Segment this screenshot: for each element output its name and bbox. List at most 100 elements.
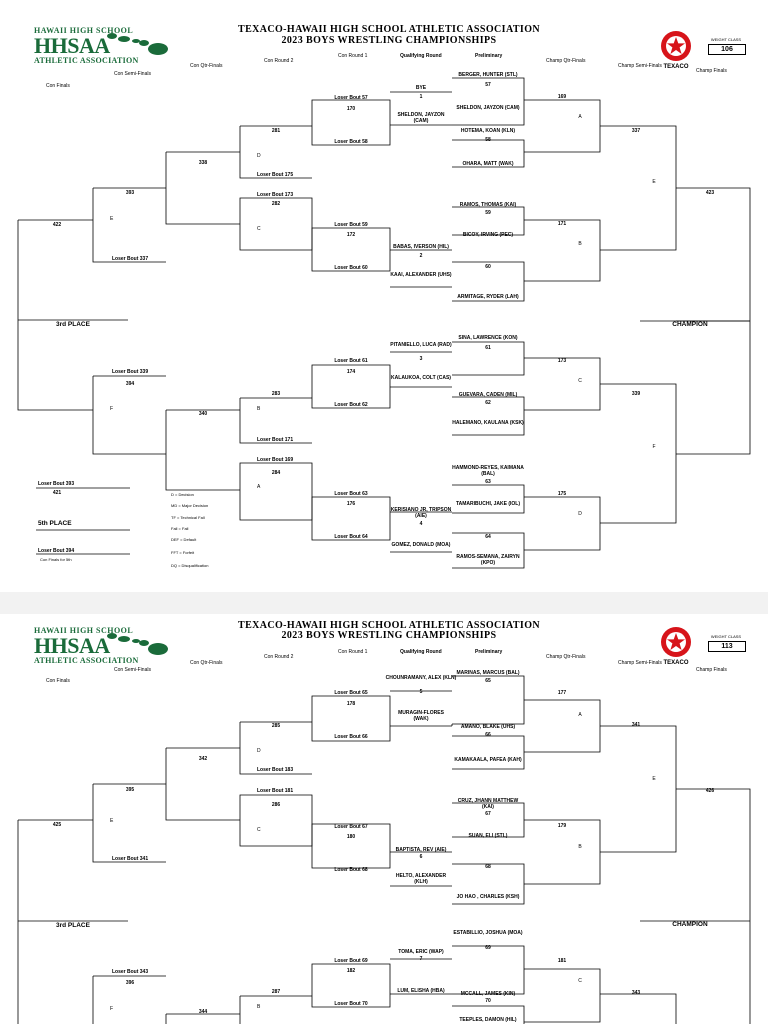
loser-bout-label: Loser Bout 67 <box>334 824 368 830</box>
bracket-letter: B <box>578 241 582 247</box>
wrestler-name: HAMMOND-REYES, KAIMANA (BAL) <box>452 465 524 477</box>
bout-number: 58 <box>485 137 491 143</box>
bout-number: 66 <box>485 732 491 738</box>
bout-number: 179 <box>557 823 567 829</box>
logo-line-3: ATHLETIC ASSOCIATION <box>34 56 139 65</box>
legend-item: DEF = Default <box>171 537 197 542</box>
bout-number: 338 <box>198 160 208 166</box>
page-gap <box>0 592 768 614</box>
bracket-letter: A <box>578 712 582 718</box>
bout-number: 181 <box>557 958 567 964</box>
wrestler-name: KERISIANO JR, TRIPSON (AIE) <box>390 507 452 519</box>
loser-bout-label: Loser Bout 70 <box>334 1001 368 1007</box>
bout-number: 67 <box>485 811 491 817</box>
wrestler-name: TAMARIBUCHI, JAKE (IOL) <box>455 501 521 507</box>
wrestler-name: HELTO, ALEXANDER (KLH) <box>395 873 447 885</box>
loser-bout-label: Loser Bout 68 <box>334 867 368 873</box>
wrestler-name: MURAGIN-FLORES (WAK) <box>398 710 444 722</box>
loser-bout-label: Loser Bout 341 <box>112 856 149 862</box>
bracket-lines <box>17 77 751 569</box>
bout-number: 178 <box>346 701 356 707</box>
bout-number: 182 <box>346 968 356 974</box>
loser-bout-label: Loser Bout 183 <box>257 767 294 773</box>
logo-line-1: HAWAII HIGH SCHOOL <box>34 26 134 35</box>
loser-bout-label: Loser Bout 181 <box>257 788 294 794</box>
bout-number: 180 <box>346 834 356 840</box>
wrestler-name: MARINAS, MARCUS (BAL) <box>456 670 520 676</box>
bout-number: 339 <box>631 391 641 397</box>
title-line-1: TEXACO-HAWAII HIGH SCHOOL ATHLETIC ASSOC… <box>238 24 540 35</box>
texaco-star-icon <box>661 31 691 61</box>
wrestler-name: KAMAKAALA, PAFEA (KAH) <box>454 757 522 763</box>
bout-number: 6 <box>419 854 423 860</box>
wrestler-name: TOMA, ERIC (WAP) <box>398 949 444 955</box>
header-con-r1: Con Round 1 <box>338 53 368 59</box>
bout-number: 422 <box>52 222 62 228</box>
bracket-letter: D <box>257 153 261 159</box>
bout-number: 425 <box>52 822 62 828</box>
wrestler-name: KAAI, ALEXANDER (UHS) <box>390 272 452 278</box>
header-con-r2: Con Round 2 <box>264 654 294 660</box>
hawaii-islands-icon <box>107 633 168 655</box>
bracket-letter: F <box>110 1006 114 1012</box>
texaco-logo: TEXACO <box>660 30 710 76</box>
header-champ-semis: Champ Semi-Finals <box>618 660 662 666</box>
hawaii-islands-icon <box>107 33 168 55</box>
logo-line-3: ATHLETIC ASSOCIATION <box>34 656 139 665</box>
loser-bout-label: Loser Bout 393 <box>38 481 75 487</box>
wrestler-name: LUM, ELISHA (HBA) <box>397 988 445 994</box>
loser-bout-label: Loser Bout 337 <box>112 256 149 262</box>
header-qualifying: Qualifying Round <box>400 53 442 59</box>
loser-bout-label: Loser Bout 175 <box>257 172 294 178</box>
bout-number: 2 <box>419 253 423 259</box>
bracket-letter: F <box>110 406 114 412</box>
bout-number: 175 <box>557 491 567 497</box>
header-champ-finals: Champ Finals <box>696 667 727 673</box>
loser-bout-label: Loser Bout 59 <box>334 222 368 228</box>
bracket-letter: C <box>578 978 582 984</box>
bout-number: 394 <box>125 381 135 387</box>
loser-bout-label: Loser Bout 61 <box>334 358 368 364</box>
legend-item: TF = Technical Fall <box>171 515 205 520</box>
bout-number: 63 <box>485 479 491 485</box>
wrestler-name: SINA, LAWRENCE (KON) <box>458 335 518 341</box>
weight-class-value: 106 <box>708 44 746 55</box>
wrestler-name: TEEPLES, DAMON (HIL) <box>459 1017 517 1023</box>
loser-bout-label: Loser Bout 57 <box>334 95 368 101</box>
header-champ-semis: Champ Semi-Finals <box>618 63 662 69</box>
header-con-r2: Con Round 2 <box>264 58 294 64</box>
third-place-label: 3rd PLACE <box>56 922 90 929</box>
bracket-letter: B <box>257 406 261 412</box>
loser-bout-label: Loser Bout 58 <box>334 139 368 145</box>
bout-number: 426 <box>705 788 715 794</box>
weight-class-label: WEIGHT CLASS <box>710 634 742 639</box>
bout-number: 5 <box>419 689 423 695</box>
header-con-r1: Con Round 1 <box>338 649 368 655</box>
bout-number: 172 <box>346 232 356 238</box>
weight-class-value: 113 <box>708 641 746 652</box>
bout-number: 281 <box>271 128 281 134</box>
header-con-semis: Con Semi-Finals <box>114 667 151 673</box>
bout-number: 61 <box>485 345 491 351</box>
bout-number: 343 <box>631 990 641 996</box>
loser-bout-label: Loser Bout 343 <box>112 969 149 975</box>
bout-number: 170 <box>346 106 356 112</box>
loser-bout-label: Loser Bout 62 <box>334 402 368 408</box>
header-prelim: Preliminary <box>475 649 503 655</box>
wrestler-name: CRUZ, JHANN MATTHEW (KAI) <box>457 798 519 810</box>
bout-number: 173 <box>557 358 567 364</box>
bracket-letter: B <box>257 1004 261 1010</box>
bout-number: 7 <box>419 956 423 962</box>
champion-label: CHAMPION <box>672 921 708 928</box>
wrestler-name: GUEVARA, CADEN (MIL) <box>458 392 518 398</box>
bout-number: 287 <box>271 989 281 995</box>
wrestler-name: OHARA, MATT (WAK) <box>462 161 514 167</box>
loser-bout-label: Loser Bout 171 <box>257 437 294 443</box>
wrestler-name: BERGER, HUNTER (STL) <box>458 72 518 78</box>
bracket-sheet-113: HAWAII HIGH SCHOOL HHSAA ATHLETIC ASSOCI… <box>0 614 768 1024</box>
bout-number: 65 <box>485 678 491 684</box>
bracket-letter: D <box>257 748 261 754</box>
bout-number: 284 <box>271 470 281 476</box>
header-con-qtr: Con Qtr-Finals <box>190 660 223 666</box>
con-finals-5th-label: Con Finals for 5th <box>40 557 72 562</box>
